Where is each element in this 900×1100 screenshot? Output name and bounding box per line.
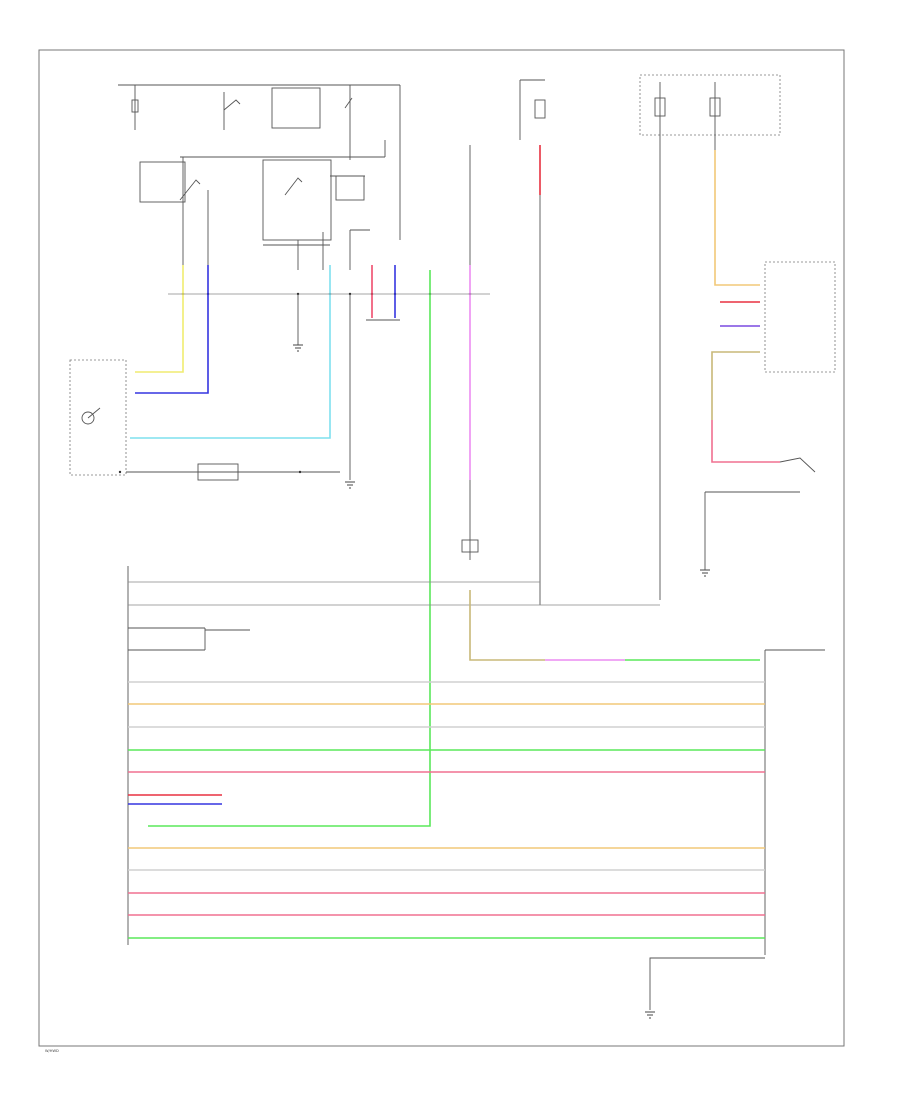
wire-green-main <box>148 270 431 827</box>
ignition-relay <box>271 87 321 129</box>
front-wiper-relay <box>262 159 332 241</box>
wire-orange-right <box>714 150 760 286</box>
front-wiper-high-relay <box>139 161 186 203</box>
relay-block <box>118 84 401 275</box>
diagram-frame <box>38 49 845 1047</box>
wiper-switch-connector <box>461 539 479 553</box>
wires-left <box>130 265 400 480</box>
wire-blue <box>135 265 209 394</box>
bcm-ecm-wires <box>128 681 765 939</box>
wire-tan-mid <box>469 590 545 661</box>
bottom-left-code: W/HWD <box>45 1049 59 1053</box>
fuse-box <box>639 74 781 136</box>
fuse-icon <box>131 99 139 113</box>
wire-cyan <box>130 265 331 439</box>
wire-pink-right <box>711 420 780 463</box>
ground-wire-bottom <box>649 957 765 1010</box>
fuse-box-right <box>639 74 781 600</box>
wire-yellow <box>135 265 184 373</box>
wire-tan-right <box>711 351 760 420</box>
bcm-block <box>127 566 660 945</box>
wiper-motor-box <box>69 359 127 476</box>
front-wiper-motor <box>69 359 340 481</box>
ground-icon <box>645 1011 655 1019</box>
connector-row <box>168 292 490 296</box>
combination-meter-box <box>764 261 836 373</box>
diode-resistor <box>197 463 239 481</box>
ground-icon <box>293 344 303 352</box>
ground-icon <box>345 481 355 489</box>
ground-icon <box>700 569 710 577</box>
grounds <box>293 344 710 1019</box>
